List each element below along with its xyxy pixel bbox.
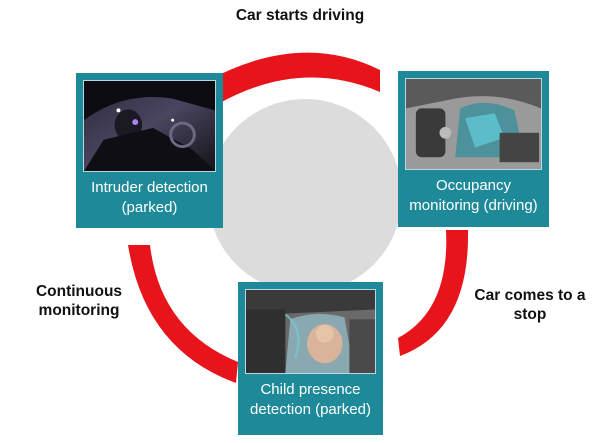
card-occupancy-monitoring: Occupancy monitoring (driving)	[398, 71, 549, 227]
intruder-photo	[83, 80, 216, 172]
arrow-arc-top	[205, 52, 380, 104]
center-circle	[208, 99, 402, 293]
label-continuous-monitoring: Continuous monitoring	[35, 283, 123, 319]
occupancy-caption: Occupancy monitoring (driving)	[409, 177, 538, 214]
child-photo	[245, 289, 376, 374]
card-intruder-detection: Intruder detection (parked)	[76, 73, 223, 228]
child-caption: Child presence detection (parked)	[250, 381, 371, 418]
label-car-comes-to-stop: Car comes to a stop	[474, 287, 586, 323]
arrow-arc-left	[128, 245, 238, 383]
label-car-starts-driving: Car starts driving	[235, 7, 365, 24]
arrow-arc-right	[398, 230, 469, 356]
occupancy-photo	[405, 78, 542, 170]
intruder-caption: Intruder detection (parked)	[91, 179, 208, 216]
card-child-presence-detection: Child presence detection (parked)	[238, 282, 383, 435]
